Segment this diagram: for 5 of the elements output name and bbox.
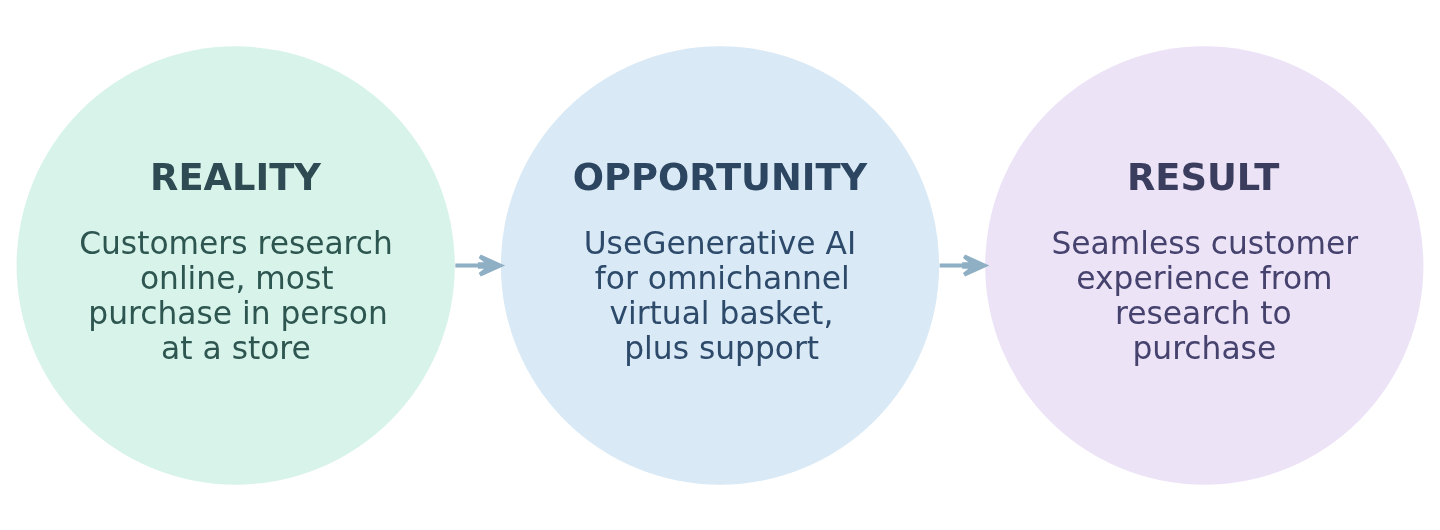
node-circle: OPPORTUNITY UseGenerative AI for omnichannel virtual basket, plus support [500,45,940,485]
node-circle: REALITY Customers research online, most purchase in person at a store [16,45,455,485]
arrow [455,253,503,277]
node-circle: RESULT Seamless customer experience from research to purchase [985,45,1424,485]
arrow [939,253,987,277]
